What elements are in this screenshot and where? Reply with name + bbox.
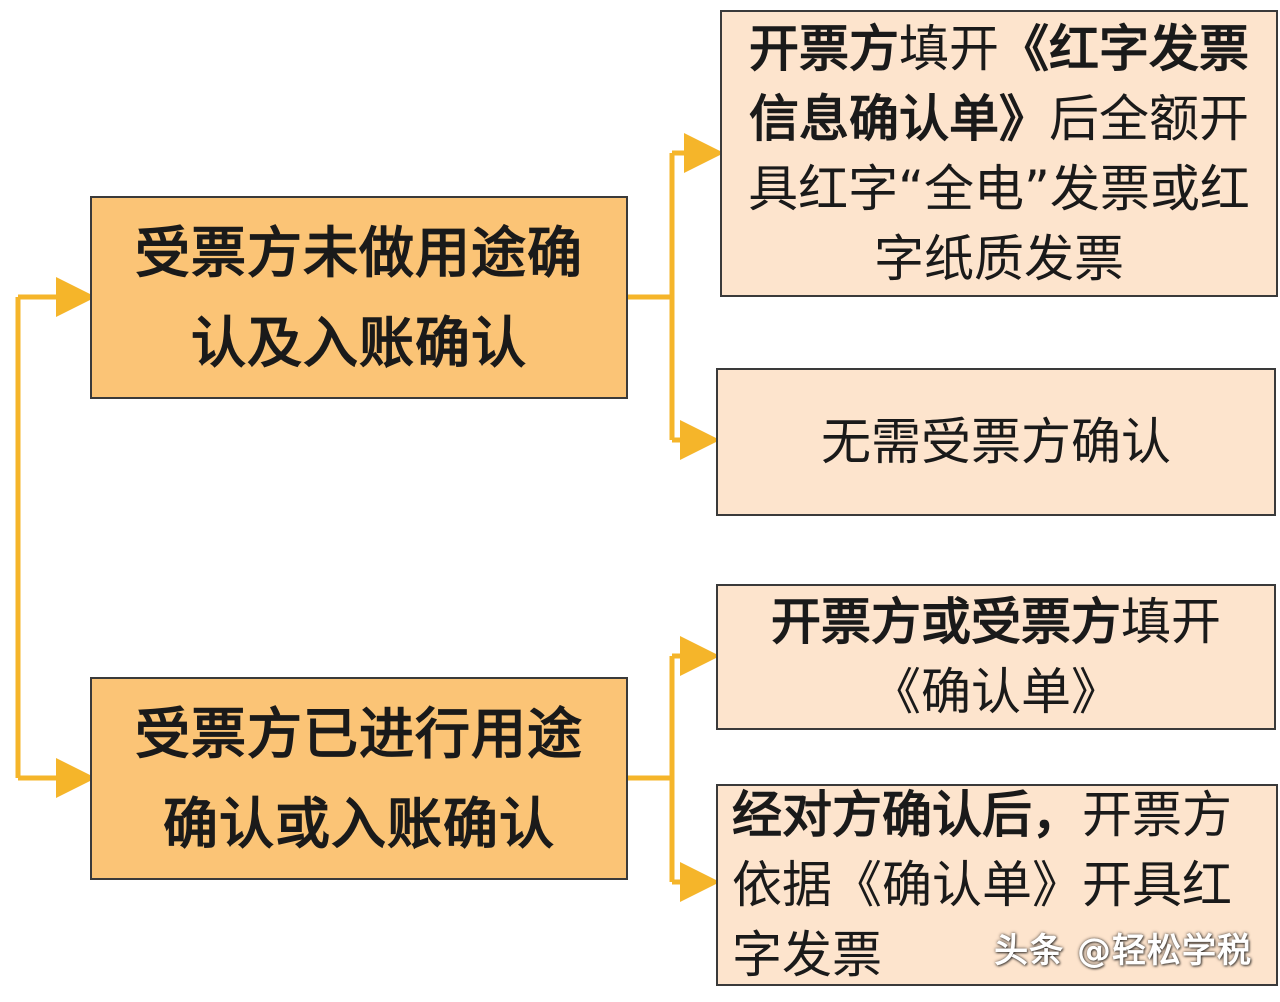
outcome-box-issuer-full-red-invoice: 开票方填开《红字发票信息确认单》后全额开具红字“全电”发票或红字纸质发票 — [720, 10, 1278, 297]
outcome-1-rest: 后全额开具红字“全电”发票或红字纸质发票 — [748, 89, 1250, 288]
outcome-1-bold-form: 《红字发票信息确认单》 — [749, 19, 1249, 148]
watermark-text: 头条 @轻松学税 — [994, 931, 1252, 971]
outcome-3-rest: 填开《确认单》 — [871, 593, 1221, 721]
condition-label-confirmed: 受票方已进行用途确认或入账确认 — [134, 701, 583, 856]
condition-box-unconfirmed: 受票方未做用途确认及入账确认 — [90, 196, 628, 399]
outcome-1-verb: 填开 — [899, 19, 999, 78]
outcome-4-bold-condition: 经对方确认后， — [732, 786, 1082, 844]
outcome-4-rest: 开票方依据《确认单》开具红字发票 — [732, 786, 1232, 984]
condition-label-unconfirmed: 受票方未做用途确认及入账确认 — [134, 220, 583, 375]
outcome-box-issue-after-confirmation: 经对方确认后，开票方依据《确认单》开具红字发票 — [716, 784, 1278, 986]
outcome-text-4: 经对方确认后，开票方依据《确认单》开具红字发票 — [732, 780, 1262, 990]
outcome-text-2: 无需受票方确认 — [821, 413, 1171, 471]
outcome-box-no-confirmation-needed: 无需受票方确认 — [716, 368, 1276, 516]
outcome-3-bold-parties: 开票方或受票方 — [771, 593, 1121, 651]
outcome-1-bold-issuer: 开票方 — [749, 19, 899, 78]
outcome-box-either-party-fills-form: 开票方或受票方填开《确认单》 — [716, 584, 1276, 730]
outcome-text-1: 开票方填开《红字发票信息确认单》后全额开具红字“全电”发票或红字纸质发票 — [736, 14, 1262, 294]
outcome-text-3: 开票方或受票方填开《确认单》 — [732, 587, 1260, 727]
condition-box-confirmed: 受票方已进行用途确认或入账确认 — [90, 677, 628, 880]
